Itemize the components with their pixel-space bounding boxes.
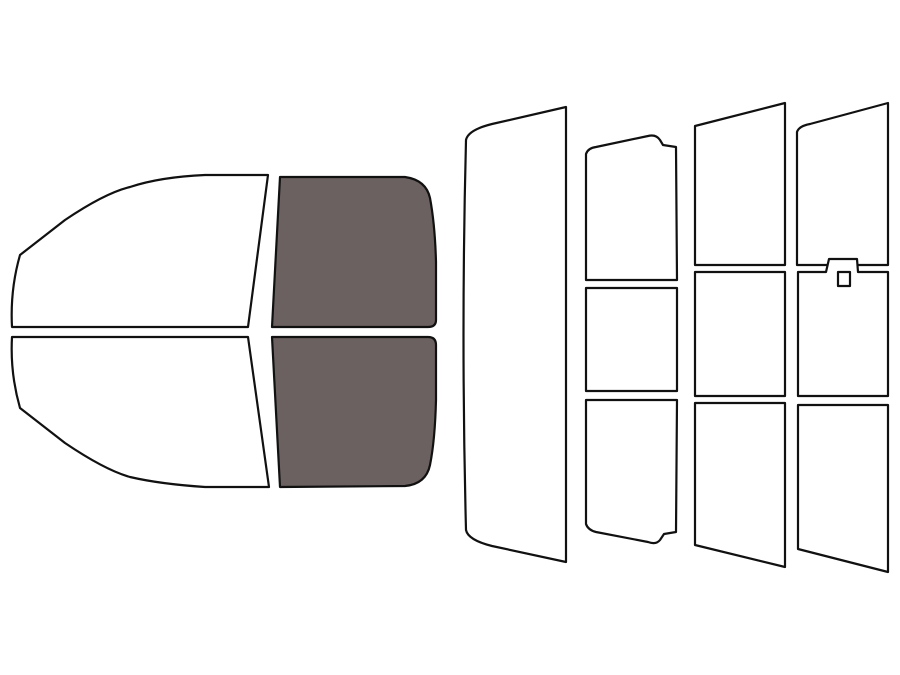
windshield-lower[interactable] bbox=[10, 335, 271, 489]
rear-window-center-top[interactable] bbox=[693, 101, 787, 267]
rear-window-right-top[interactable] bbox=[795, 101, 890, 267]
rear-windshield[interactable] bbox=[462, 105, 568, 564]
rear-window-center-middle[interactable] bbox=[693, 270, 787, 398]
rear-window-center-bottom[interactable] bbox=[693, 401, 787, 569]
rear-window-right-middle[interactable] bbox=[796, 257, 890, 398]
rear-window-left-middle[interactable] bbox=[584, 286, 679, 393]
front-door-window-upper[interactable] bbox=[270, 175, 438, 329]
rear-window-right-bottom[interactable] bbox=[796, 403, 890, 574]
rear-window-right-notch bbox=[836, 270, 852, 288]
windshield-upper[interactable] bbox=[10, 173, 270, 329]
rear-window-left-top[interactable] bbox=[584, 134, 679, 282]
front-door-window-lower[interactable] bbox=[270, 335, 438, 489]
rear-window-left-bottom[interactable] bbox=[584, 398, 679, 545]
